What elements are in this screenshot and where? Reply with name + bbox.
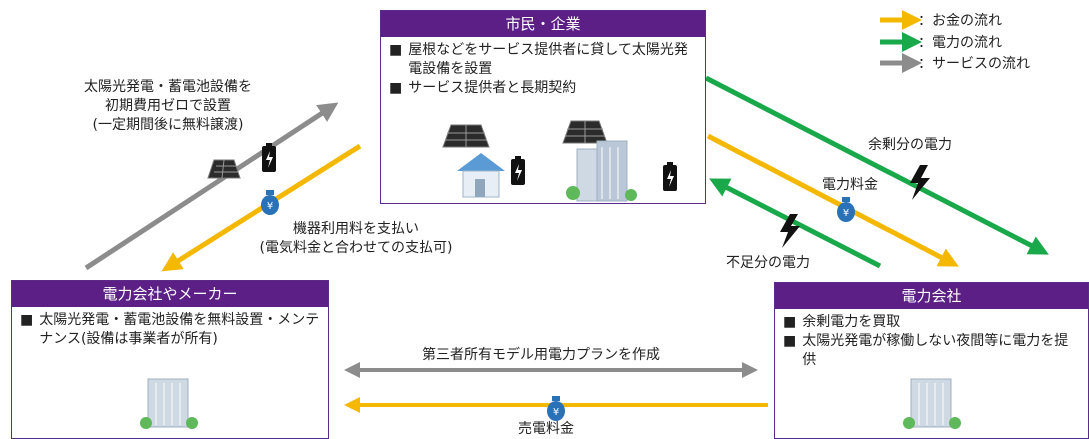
citizens-illustration — [442, 120, 677, 202]
surplus-label: 余剰分の電力 — [868, 137, 952, 153]
legend-service-label: ：サービスの流れ — [918, 56, 1030, 72]
citizens-bullet: ■屋根などをサービス提供者に貸して太陽光発電設備を設置 — [389, 42, 688, 77]
yen-bag-icon: ¥ — [837, 197, 855, 222]
lightning-icon — [910, 165, 930, 200]
utility-bullet: ■余剰電力を買取 — [783, 314, 901, 330]
provider-bullet: ■太陽光発電・蓄電池設備を無料設置・メンテナンス(設備は事業者が所有) — [20, 312, 320, 347]
shortage-label: 不足分の電力 — [726, 255, 810, 271]
legend-money-label: ：お金の流れ — [918, 13, 1002, 29]
yen-bag-icon: ¥ — [261, 190, 279, 215]
legend-money: ：お金の流れ — [918, 10, 1002, 30]
plan-label: 第三者所有モデル用電力プランを作成 — [422, 347, 660, 363]
svg-text:¥: ¥ — [553, 407, 559, 418]
citizens-title: 市民・企業 — [381, 11, 705, 37]
provider-title: 電力会社やメーカー — [12, 281, 328, 307]
citizens-box: 市民・企業 ■屋根などをサービス提供者に貸して太陽光発電設備を設置 ■サービス提… — [380, 10, 706, 204]
battery-icon — [262, 143, 276, 172]
service-arrow-install — [84, 102, 339, 271]
power-arrow-shortage — [709, 178, 882, 269]
lightning-icon — [780, 214, 800, 248]
legend-service: ：サービスの流れ — [918, 53, 1030, 73]
legend-power: ：電力の流れ — [918, 32, 1002, 52]
provider-box: 電力会社やメーカー ■太陽光発電・蓄電池設備を無料設置・メンテナンス(設備は事業… — [11, 280, 329, 439]
building-icon — [903, 378, 961, 429]
utility-title: 電力会社 — [775, 283, 1088, 309]
building-icon — [140, 378, 198, 429]
building-icon — [566, 140, 637, 202]
power-arrow-surplus — [704, 75, 1049, 255]
install-label: 太陽光発電・蓄電池設備を 初期費用ゼロで設置 (一定期間後に無料譲渡) — [84, 79, 252, 133]
battery-icon — [663, 162, 677, 191]
power-fee-label: 電力料金 — [822, 177, 878, 193]
solar-panel-icon — [562, 120, 608, 144]
citizens-bullet: ■サービス提供者と長期契約 — [389, 80, 577, 96]
legend-power-label: ：電力の流れ — [918, 35, 1002, 51]
battery-icon — [511, 156, 525, 185]
solar-panel-icon — [442, 124, 490, 148]
sale-fee-label: 売電料金 — [518, 421, 574, 437]
svg-text:¥: ¥ — [843, 208, 849, 219]
svg-text:¥: ¥ — [267, 201, 273, 212]
money-arrow-power-fee — [706, 133, 959, 267]
fee-label: 機器利用料を支払い (電気料金と合わせての支払可) — [259, 221, 453, 256]
yen-bag-icon: ¥ — [547, 396, 565, 421]
utility-box: 電力会社 ■余剰電力を買取 ■太陽光発電が稼働しない夜間等に電力を提供 — [774, 282, 1089, 439]
solar-panel-icon — [207, 159, 241, 179]
utility-bullet: ■太陽光発電が稼働しない夜間等に電力を提供 — [783, 333, 1069, 368]
house-icon — [457, 153, 505, 198]
